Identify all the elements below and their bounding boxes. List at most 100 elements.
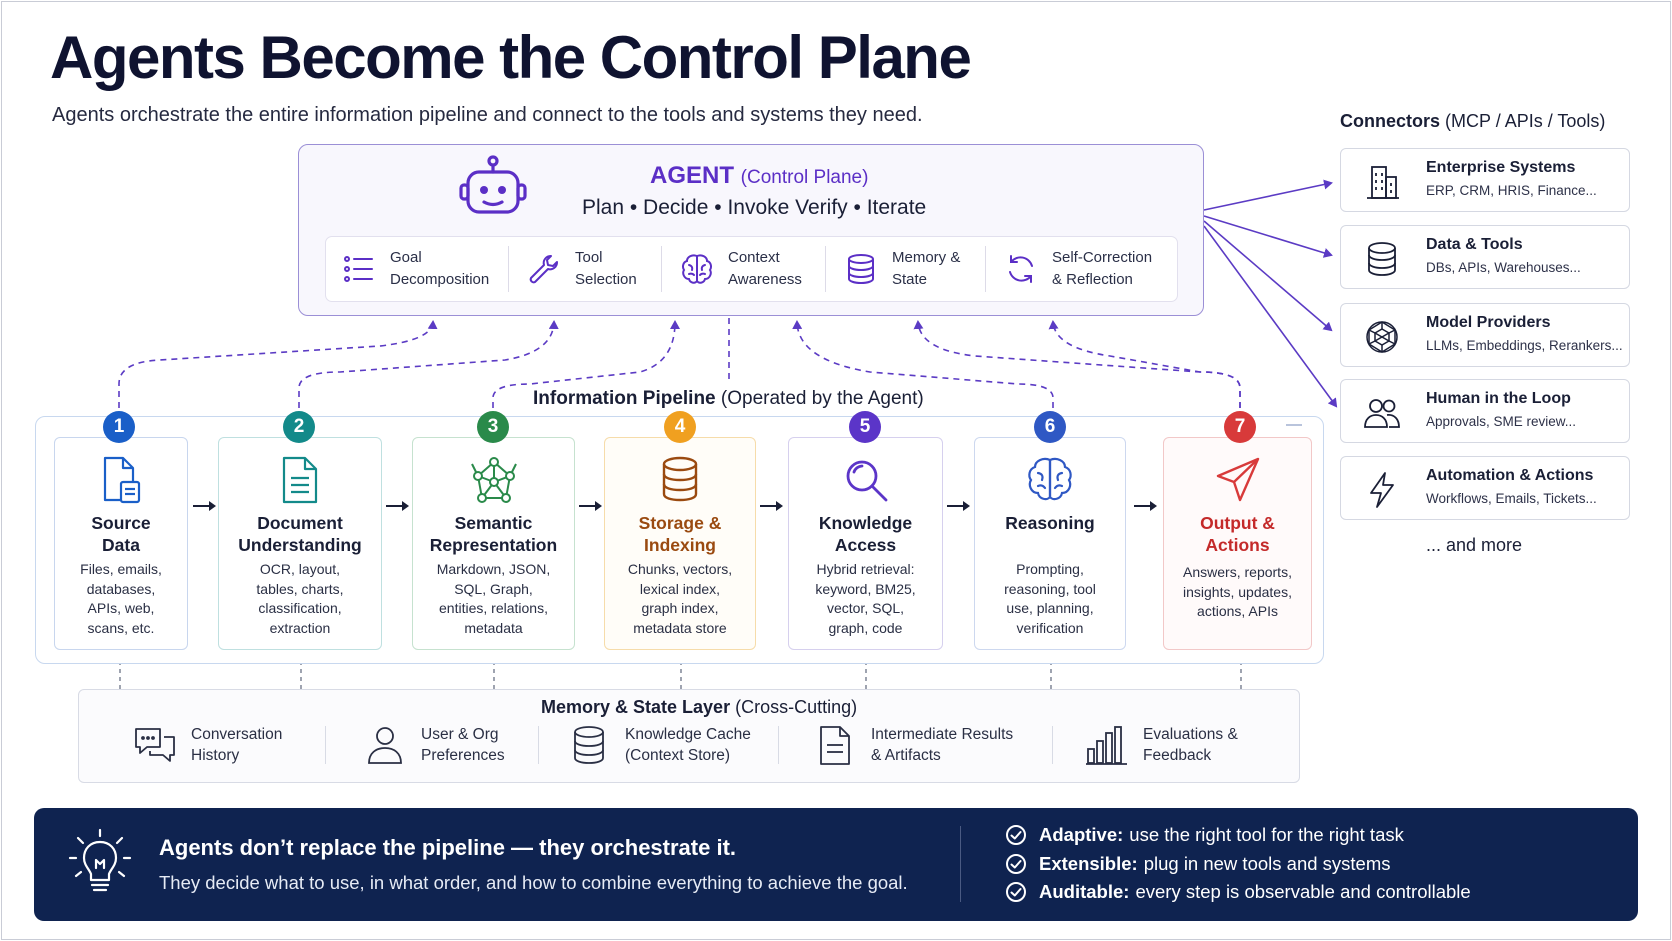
robot-icon	[459, 155, 527, 214]
connector-model-providers[interactable]: Model Providers LLMs, Embeddings, Rerank…	[1340, 303, 1630, 367]
point-bold: Extensible:	[1039, 853, 1138, 874]
summary-banner	[34, 808, 1638, 921]
brain-icon	[682, 254, 712, 284]
stage-desc: Files, emails, databases, APIs, web, sca…	[80, 561, 162, 636]
stage-name: Knowledge Access	[818, 513, 913, 555]
stage-semantic-representation: Semantic Representation Markdown, JSON, …	[412, 437, 575, 650]
capability-divider	[825, 246, 826, 292]
banner-point-adaptive: Adaptive:use the right tool for the righ…	[1005, 822, 1404, 848]
building-icon	[1367, 166, 1399, 199]
lightning-icon	[1370, 472, 1394, 508]
banner-divider	[960, 826, 961, 902]
database-icon	[1368, 242, 1396, 276]
connector-human-in-the-loop[interactable]: Human in the Loop Approvals, SME review.…	[1340, 379, 1630, 443]
memory-heading-detail: (Cross-Cutting)	[735, 697, 858, 717]
connector-data-tools[interactable]: Data & Tools DBs, APIs, Warehouses...	[1340, 225, 1630, 289]
right-arrow-icon	[760, 501, 783, 511]
memory-item-label: User & Org Preferences	[421, 726, 505, 764]
capability-divider	[661, 246, 662, 292]
stage-number-badge: 6	[1034, 411, 1066, 443]
stage-number-badge: 4	[664, 411, 696, 443]
connector-title: Human in the Loop	[1426, 390, 1571, 407]
right-arrow-icon	[1134, 501, 1157, 511]
memory-divider	[1052, 726, 1053, 764]
stage-desc: Answers, reports, insights, updates, act…	[1183, 564, 1292, 619]
stage-knowledge-access: Knowledge Access Hybrid retrieval: keywo…	[788, 437, 943, 650]
capability-label: Context Awareness	[728, 249, 802, 288]
magnifier-icon	[846, 460, 887, 502]
check-circle-icon	[1006, 825, 1026, 845]
memory-item-evaluations-feedback: Evaluations & Feedback	[1085, 720, 1238, 770]
database-icon	[574, 726, 604, 764]
pipeline-heading-detail: (Operated by the Agent)	[720, 388, 924, 409]
point-text: every step is observable and controllabl…	[1135, 881, 1471, 902]
pipeline-minimize-mark	[1286, 424, 1302, 426]
memory-item-label: Knowledge Cache (Context Store)	[625, 726, 751, 764]
right-arrow-icon	[579, 501, 602, 511]
memory-heading-title: Memory & State Layer	[541, 697, 731, 717]
stage-name: Storage & Indexing	[638, 513, 722, 555]
stage-name: Document Understanding	[238, 513, 362, 555]
document-icon	[282, 456, 318, 504]
memory-item-label: Conversation History	[191, 726, 283, 764]
user-icon	[368, 727, 402, 764]
right-arrow-icon	[947, 501, 970, 511]
stage-desc: Hybrid retrieval: keyword, BM25, vector,…	[815, 561, 916, 636]
pipeline-heading: Information Pipeline (Operated by the Ag…	[529, 388, 928, 410]
connectors-heading-detail: (MCP / APIs / Tools)	[1445, 111, 1606, 131]
stage-desc: Chunks, vectors, lexical index, graph in…	[627, 561, 733, 636]
connector-title: Enterprise Systems	[1426, 159, 1576, 176]
agent-role: (Control Plane)	[740, 167, 869, 188]
capability-label: Goal Decomposition	[390, 249, 490, 288]
banner-point-auditable: Auditable:every step is observable and c…	[1005, 879, 1471, 905]
database-icon	[662, 456, 698, 502]
point-text: use the right tool for the right task	[1129, 824, 1404, 845]
capability-divider	[508, 246, 509, 292]
connector-title: Data & Tools	[1426, 236, 1523, 253]
stage-number-badge: 2	[283, 411, 315, 443]
banner-title: Agents don’t replace the pipeline — they…	[159, 835, 737, 860]
memory-layer-box	[78, 689, 1300, 783]
connector-title: Automation & Actions	[1426, 467, 1594, 484]
stage-name: Reasoning	[1005, 513, 1095, 533]
connector-title: Model Providers	[1426, 314, 1551, 331]
page-title: Agents Become the Control Plane	[50, 24, 972, 91]
right-arrow-icon	[193, 501, 216, 511]
memory-divider	[325, 726, 326, 764]
stage-number-badge: 5	[849, 411, 881, 443]
capabilities-strip	[325, 236, 1178, 302]
capability-memory-state: Memory & State	[844, 236, 960, 302]
capability-self-correction: Self-Correction & Reflection	[1004, 236, 1152, 302]
memory-divider	[778, 726, 779, 764]
memory-item-conversation-history: Conversation History	[133, 720, 282, 770]
database-icon	[848, 254, 874, 285]
capability-goal-decomposition: Goal Decomposition	[342, 236, 489, 302]
wrench-icon	[529, 255, 558, 284]
point-bold: Adaptive:	[1039, 824, 1124, 845]
memory-item-user-org-preferences: User & Org Preferences	[363, 720, 505, 770]
capability-context-awareness: Context Awareness	[680, 236, 802, 302]
capability-label: Tool Selection	[575, 249, 637, 288]
memory-divider	[538, 726, 539, 764]
stage-source-data: Source Data Files, emails, databases, AP…	[54, 437, 188, 650]
list-icon	[344, 256, 373, 282]
connectors-more: ... and more	[1426, 535, 1523, 555]
capability-label: Self-Correction & Reflection	[1052, 249, 1153, 288]
connector-desc: LLMs, Embeddings, Rerankers...	[1426, 338, 1623, 353]
connector-enterprise-systems[interactable]: Enterprise Systems ERP, CRM, HRIS, Finan…	[1340, 148, 1630, 212]
agent-name: AGENT	[650, 162, 734, 189]
connectors-heading: Connectors (MCP / APIs / Tools)	[1340, 111, 1605, 132]
connector-automation-actions[interactable]: Automation & Actions Workflows, Emails, …	[1340, 456, 1630, 520]
connector-desc: Workflows, Emails, Tickets...	[1426, 491, 1597, 506]
lightbulb-icon	[68, 828, 132, 892]
stage-number-badge: 3	[477, 411, 509, 443]
file-icon	[103, 456, 141, 504]
memory-item-knowledge-cache: Knowledge Cache (Context Store)	[567, 720, 751, 770]
agent-steps: Plan • Decide • Invoke Verify • Iterate	[582, 196, 927, 219]
capability-label: Memory & State	[892, 249, 961, 288]
check-circle-icon	[1006, 882, 1026, 902]
pipeline-heading-title: Information Pipeline	[533, 388, 716, 409]
stage-desc: OCR, layout, tables, charts, classificat…	[256, 561, 344, 636]
